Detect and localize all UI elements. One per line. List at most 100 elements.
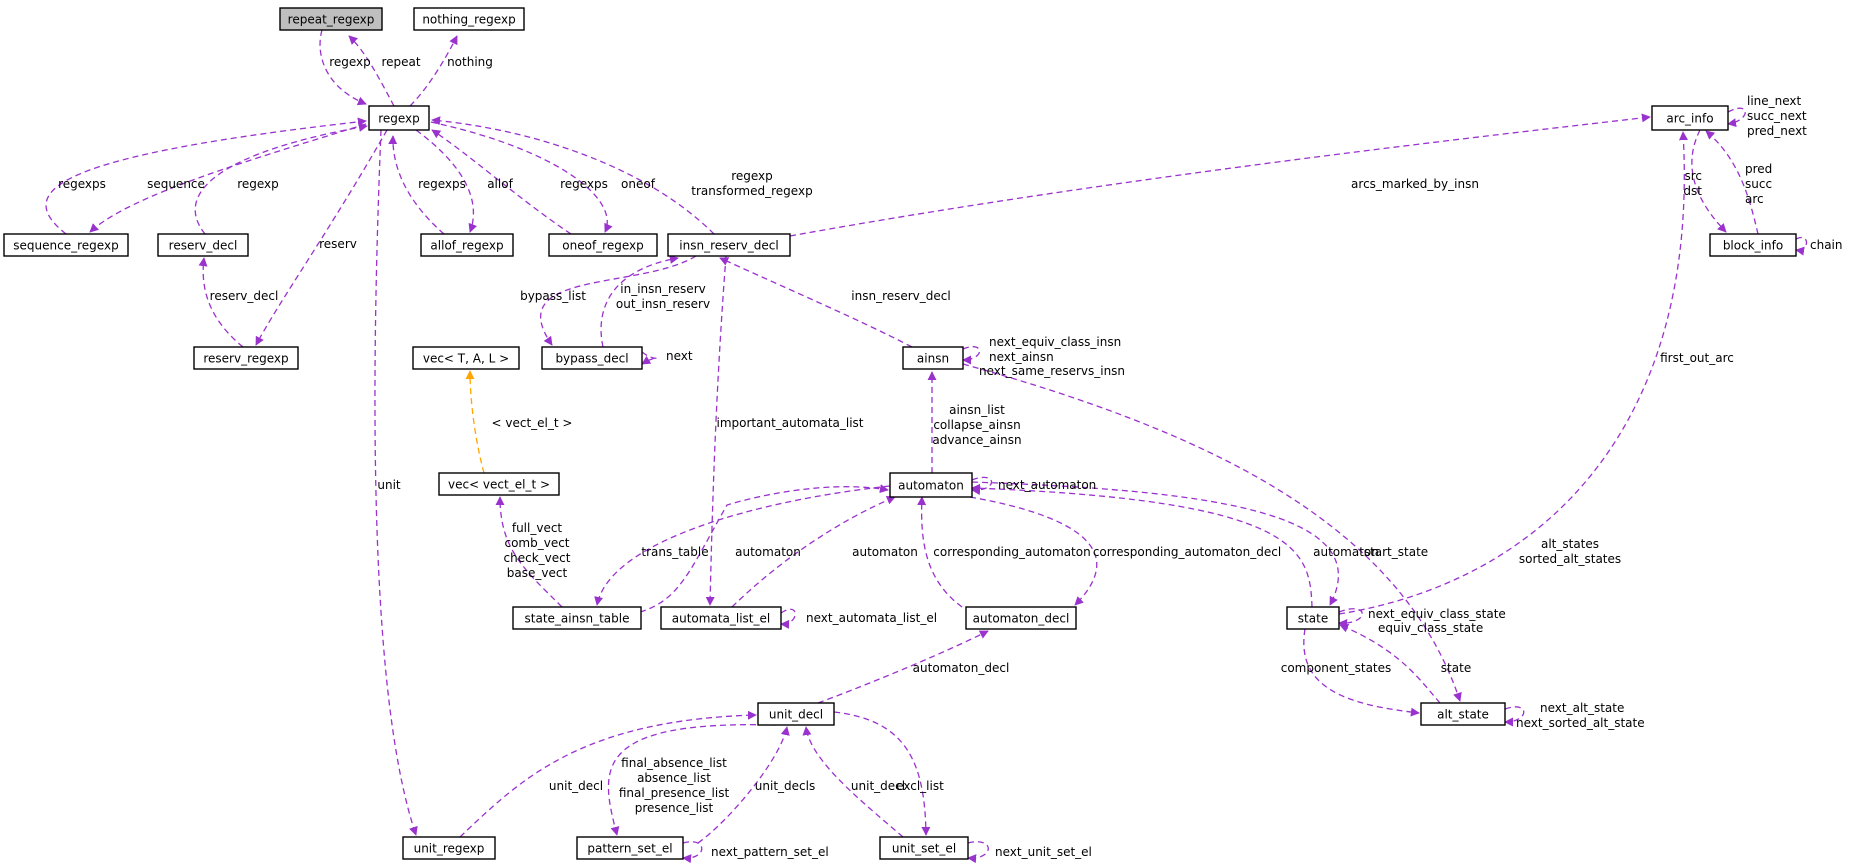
node-label: unit_decl [769,708,823,722]
edge-arc_info-to-arc_info [1727,107,1746,128]
node-box[interactable] [413,7,525,31]
node-sequence-regexp[interactable]: sequence_regexp [3,233,129,257]
edge-label: next_automata_list_el [806,611,937,625]
edge-reserv_regexp-to-reserv_decl [198,257,244,348]
node-box[interactable] [1420,702,1506,726]
node-state-ainsn-table[interactable]: state_ainsn_table [512,606,642,630]
node-box[interactable] [965,606,1077,630]
edge-label: sorted_alt_states [1519,552,1621,566]
edge-arc_info-to-block_info [1691,129,1727,233]
node-box[interactable] [1709,233,1797,257]
node-label: nothing_regexp [422,13,515,27]
node-regexp[interactable]: regexp [368,105,430,131]
node-arc-info[interactable]: arc_info [1651,105,1729,131]
node-unit-set-el[interactable]: unit_set_el [879,836,969,860]
node-bypass-decl[interactable]: bypass_decl [541,346,643,370]
edge-label: next_pattern_set_el [711,845,829,859]
node-box[interactable] [667,233,791,257]
edge-block_info-to-arc_info [1705,130,1759,235]
edge-label: next_alt_state [1540,701,1624,715]
edge-regexp-to-repeat_regexp [348,35,395,107]
edge-state_ainsn_table-to-automaton [639,484,889,613]
edge-regexp-to-nothing_regexp [409,35,458,107]
node-unit-decl[interactable]: unit_decl [757,702,835,726]
node-label: allof_regexp [430,239,503,253]
edge-label: component_states [1281,661,1392,675]
node-vec-tal[interactable]: vec< T, A, L > [412,346,520,370]
edge-label: corresponding_automaton_decl [1093,545,1281,559]
node-box[interactable] [368,105,430,131]
edge-pattern_set_el-to-unit_decl [697,726,790,844]
edge-regexp-to-allof_regexp [415,129,478,233]
node-box[interactable] [438,472,560,496]
node-vec-vect-el[interactable]: vec< vect_el_t > [438,472,560,496]
edge-label: reserv [319,237,357,251]
node-box[interactable] [420,233,514,257]
node-box[interactable] [3,233,129,257]
node-unit-regexp[interactable]: unit_regexp [402,836,496,860]
edge-unit_set_el-to-unit_decl [802,726,904,838]
edge-label: next_same_reservs_insn [979,364,1125,378]
node-box[interactable] [902,346,964,370]
node-block-info[interactable]: block_info [1709,233,1797,257]
edge-state-to-state [1338,608,1363,629]
node-allof-regexp[interactable]: allof_regexp [420,233,514,257]
node-box[interactable] [541,346,643,370]
edge-label: full_vect [512,521,563,535]
node-box[interactable] [1286,606,1340,630]
edge-label: check_vect [504,551,571,565]
edge-insn_reserv_decl-to-arc_info [789,113,1651,237]
node-label: reserv_regexp [203,352,288,366]
node-label: ainsn [917,352,949,366]
edge-label: important_automata_list [716,416,863,430]
edge-regexp-to-sequence_regexp [89,123,367,233]
edge-unit_set_el-to-unit_set_el [967,841,989,864]
node-alt-state[interactable]: alt_state [1420,702,1506,726]
node-state[interactable]: state [1286,606,1340,630]
edge-oneof_regexp-to-regexp [431,129,572,235]
node-box[interactable] [879,836,969,860]
node-automata-list-el[interactable]: automata_list_el [660,606,782,630]
edge-label: automaton [1313,545,1379,559]
node-box[interactable] [157,233,249,257]
node-box[interactable] [660,606,782,630]
edge-label: regexps [58,177,106,191]
node-box[interactable] [757,702,835,726]
node-reserv-decl[interactable]: reserv_decl [157,233,249,257]
node-box[interactable] [1651,105,1729,131]
edge-regexp-to-reserv_regexp [255,129,388,346]
node-pattern-set-el[interactable]: pattern_set_el [576,836,684,860]
edge-label: out_insn_reserv [616,297,710,311]
edge-label: line_next [1747,94,1802,108]
node-box[interactable] [279,7,383,31]
node-box[interactable] [402,836,496,860]
edge-label: unit_decls [755,779,815,793]
node-ainsn[interactable]: ainsn [902,346,964,370]
node-oneof-regexp[interactable]: oneof_regexp [548,233,658,257]
node-box[interactable] [548,233,658,257]
node-label: unit_set_el [892,842,956,856]
edge-pattern_set_el-to-pattern_set_el [682,841,703,864]
node-reserv-regexp[interactable]: reserv_regexp [193,346,299,370]
edge-automaton-to-state_ainsn_table [594,485,891,606]
edge-label: allof [487,177,513,191]
node-insn-reserv-decl[interactable]: insn_reserv_decl [667,233,791,257]
node-box[interactable] [576,836,684,860]
node-automaton[interactable]: automaton [889,472,973,498]
edge-label: next_equiv_class_insn [989,335,1121,349]
node-label: state_ainsn_table [525,612,630,626]
edge-regexp-to-oneof_regexp [430,121,613,233]
edge-label: unit_decl [851,779,905,793]
node-box[interactable] [889,472,973,498]
edge-label: dst [1683,184,1702,198]
edge-automaton_decl-to-automaton [917,496,963,608]
node-automaton-decl[interactable]: automaton_decl [965,606,1077,630]
node-box[interactable] [412,346,520,370]
node-box[interactable] [193,346,299,370]
node-nothing-regexp[interactable]: nothing_regexp [413,7,525,31]
node-box[interactable] [512,606,642,630]
edge-label: automaton_decl [913,661,1010,675]
node-repeat-regexp[interactable]: repeat_regexp [279,7,383,31]
edge-label: regexp [731,169,773,183]
